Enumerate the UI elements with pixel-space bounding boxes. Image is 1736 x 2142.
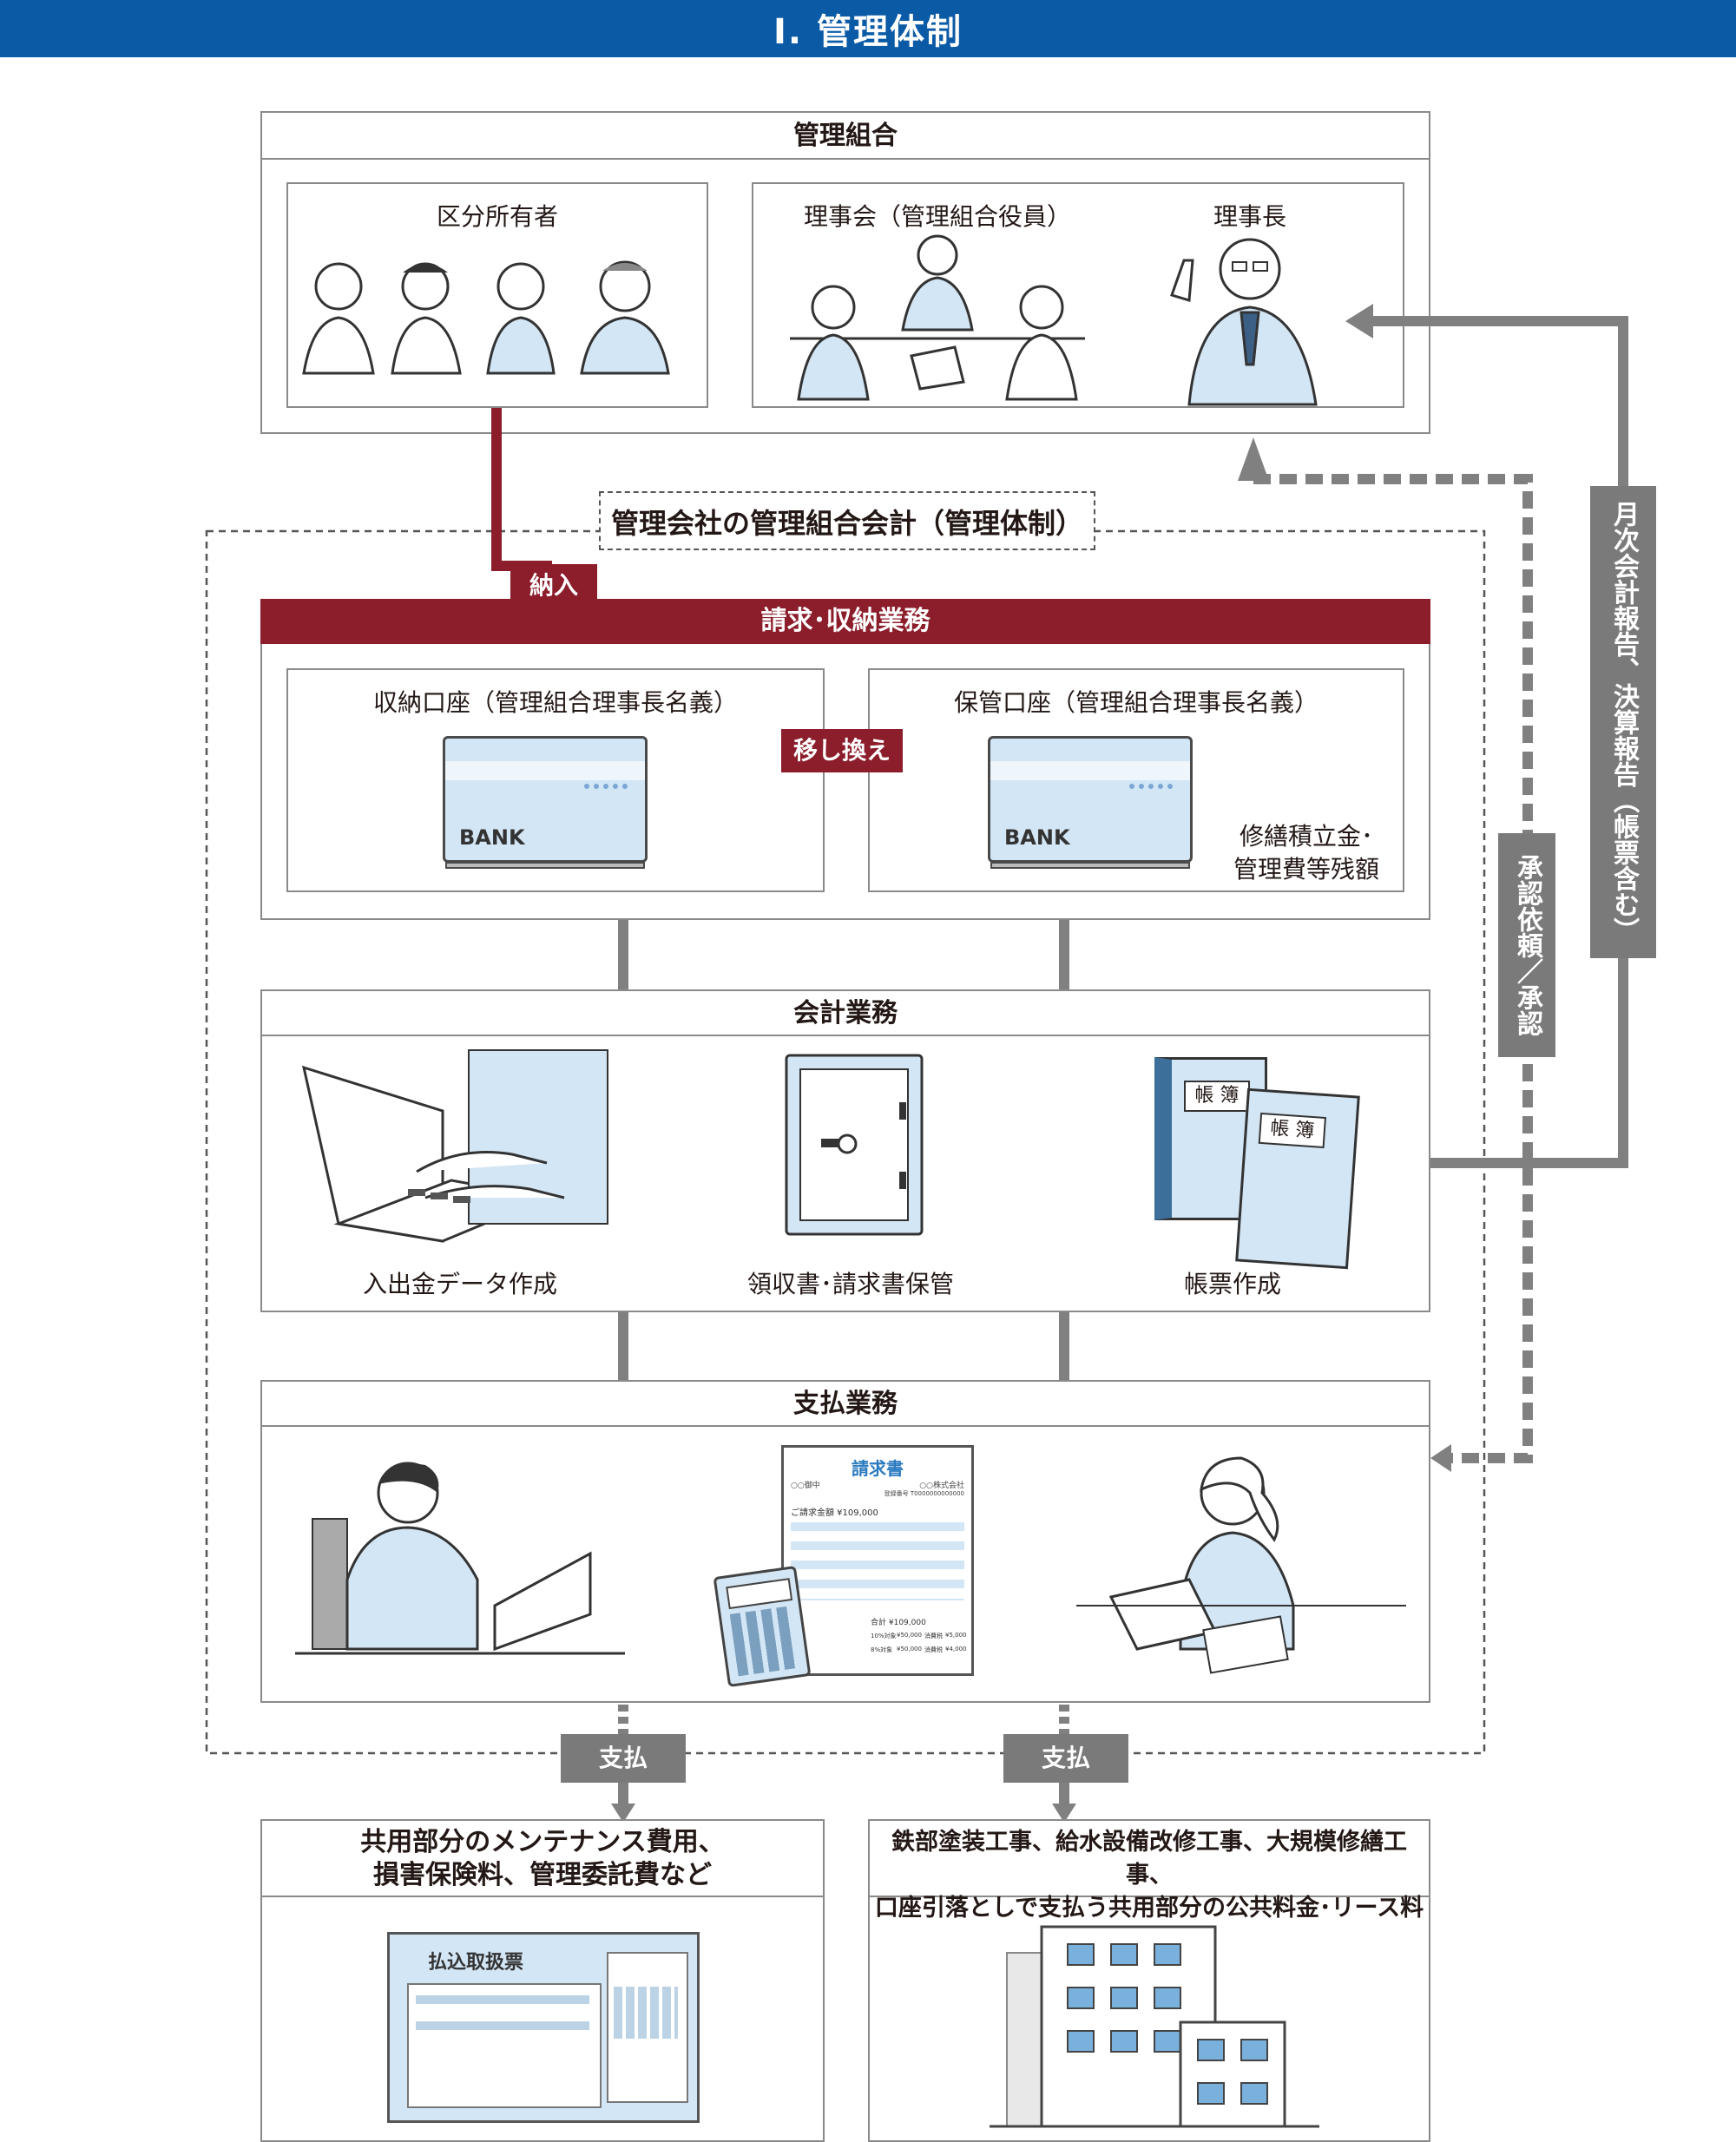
- kanri-kaisha-title: 管理会社の管理組合会計（管理体制）: [610, 507, 1083, 540]
- kanri-kaisha-title-box: [599, 491, 1095, 550]
- output-right-line1: 鉄部塗装工事、給水設備改修工事、大規模修繕工事、: [891, 1829, 1407, 1889]
- payment-slip-title: 払込取扱票: [428, 1952, 524, 1974]
- output-left-title: 共用部分のメンテナンス費用、 損害保険料、管理委託費など: [262, 1821, 823, 1897]
- page-header: Ⅰ. 管理体制: [0, 0, 1736, 57]
- chairman-label: 理事長: [1213, 202, 1286, 231]
- invoice-tax-label-2: 消費税: [924, 1646, 943, 1653]
- output-right-line2: 口座引落としで支払う共用部分の公共料金･リース料など: [874, 1895, 1424, 1955]
- invoice-tax10-tax: ¥5,000: [945, 1632, 967, 1639]
- owners-illustration: [302, 260, 670, 375]
- kanri-kumiai-title: 管理組合: [262, 113, 1429, 160]
- bank-book-icon: BANK: [443, 736, 648, 869]
- board-label: 理事会（管理組合役員）: [803, 202, 1071, 231]
- bank-book-icon: BANK: [988, 736, 1193, 869]
- invoice-amount: ご請求金額 ¥109,000: [791, 1508, 878, 1518]
- businessman-laptop-icon: [295, 1462, 625, 1655]
- invoice-tax8-amount: ¥50,000: [897, 1646, 922, 1652]
- bank-text: BANK: [1004, 825, 1070, 850]
- invoice-tax8-label: 8%対象: [871, 1646, 893, 1653]
- balance-note-1: 修繕積立金･: [1239, 822, 1373, 851]
- kaikei-item-1: 入出金データ作成: [362, 1270, 557, 1298]
- ledger-label: 帳 簿: [1184, 1081, 1250, 1112]
- pay-tag-right: 支払: [1003, 1734, 1128, 1783]
- transfer-tag: 移し換え: [781, 729, 903, 772]
- output-left-line2: 損害保険料、管理委託費など: [373, 1860, 712, 1890]
- kaikei-item-2: 領収書･請求書保管: [746, 1270, 954, 1298]
- ledger-label: 帳 簿: [1258, 1112, 1327, 1149]
- bank-text: BANK: [459, 825, 525, 850]
- pay-tag-left: 支払: [561, 1734, 686, 1783]
- invoice-tax10-amount: ¥50,000: [897, 1632, 922, 1639]
- invoice-title: 請求書: [852, 1458, 904, 1479]
- ledger-book-icon: 帳 簿: [1235, 1087, 1360, 1270]
- calculator-icon: [713, 1565, 812, 1688]
- owners-label: 区分所有者: [436, 202, 558, 231]
- output-right-title: 鉄部塗装工事、給水設備改修工事、大規模修繕工事、 口座引落としで支払う共用部分の…: [870, 1821, 1429, 1955]
- page-title: Ⅰ. 管理体制: [773, 12, 963, 52]
- invoice-total: 合計 ¥109,000: [871, 1619, 926, 1627]
- monthly-report-label: 月次会計報告、決算報告（帳票含む）: [1590, 486, 1656, 958]
- chairman-illustration: [1170, 238, 1318, 406]
- invoice-to: ○○御中: [791, 1482, 820, 1490]
- approval-label: 承認依頼／承認: [1498, 833, 1555, 1057]
- kaikei-title: 会計業務: [262, 991, 1429, 1036]
- board-meeting-illustration: [790, 234, 1085, 401]
- laptop-icon: [301, 1049, 608, 1243]
- invoice-from: ○○株式会社: [919, 1482, 964, 1490]
- storage-account-label: 保管口座（管理組合理事長名義）: [953, 688, 1318, 717]
- building-icon: [990, 1925, 1319, 2128]
- woman-desk-icon: [1076, 1456, 1406, 1674]
- invoice-icon: 請求書 ○○御中 ○○株式会社 登録番号 T0000000000000 ご請求金…: [781, 1445, 974, 1676]
- seikyu-title: 請求･収納業務: [260, 599, 1430, 644]
- kaikei-item-3: 帳票作成: [1183, 1270, 1281, 1298]
- invoice-tax-label-1: 消費税: [924, 1633, 943, 1639]
- invoice-reg: 登録番号 T0000000000000: [884, 1490, 964, 1497]
- collection-account-label: 収納口座（管理組合理事長名義）: [372, 688, 738, 717]
- safe-icon: [785, 1054, 924, 1236]
- output-left-line1: 共用部分のメンテナンス費用、: [360, 1827, 725, 1857]
- shiharai-title: 支払業務: [262, 1382, 1429, 1427]
- invoice-tax8-tax: ¥4,000: [945, 1646, 967, 1652]
- balance-note-2: 管理費等残額: [1233, 855, 1379, 884]
- invoice-tax10-label: 10%対象: [871, 1633, 897, 1639]
- payment-slip-icon: 払込取扱票: [387, 1932, 700, 2123]
